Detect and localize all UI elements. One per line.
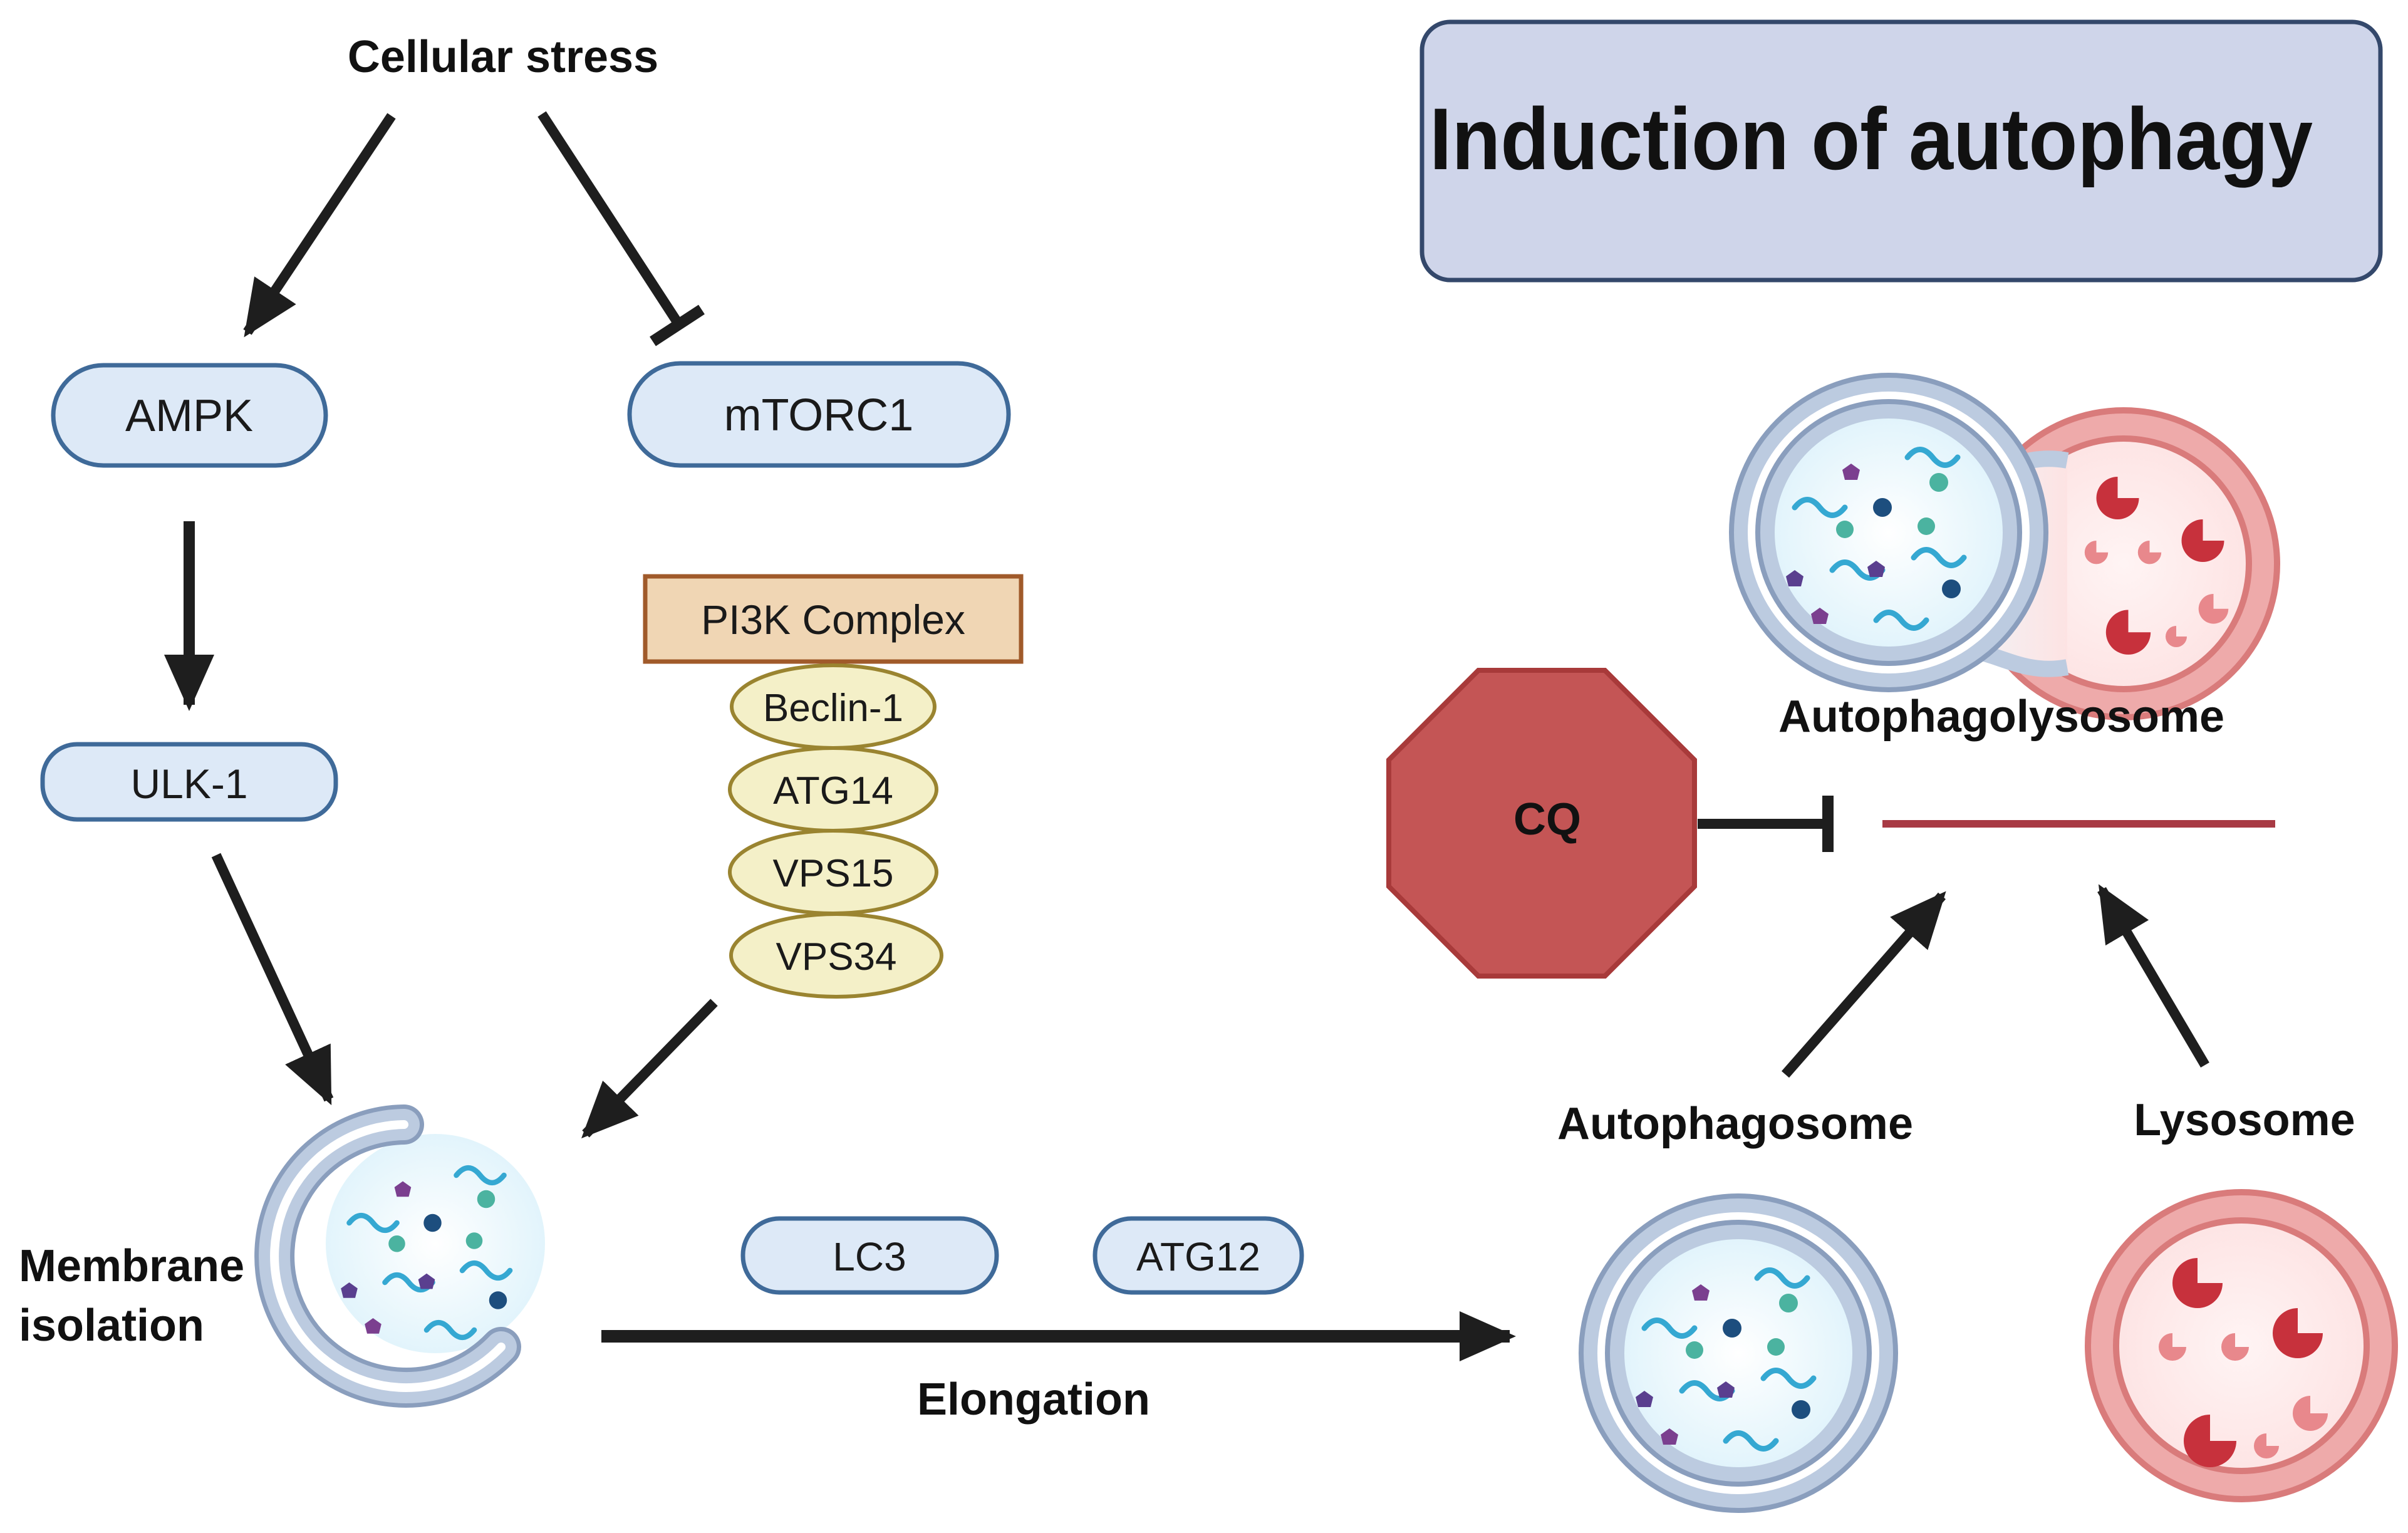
diagram-title: Induction of autophagy [1430,90,2313,188]
cellular-stress-label: Cellular stress [348,32,658,82]
arrow-icon [1781,891,1946,1078]
arrow-icon [243,113,396,338]
vps15-subunit: VPS15 [728,829,938,915]
mtorc1-node: mTORC1 [627,361,1011,468]
lc3-node: LC3 [740,1216,999,1295]
vps34-label: VPS34 [776,935,896,979]
mtorc1-label: mTORC1 [724,390,914,440]
inhibition-icon [1698,796,1834,852]
ulk1-label: ULK-1 [130,761,247,807]
membrane-isolation-line2: isolation [19,1301,204,1351]
cq-inhibitor: CQ [1386,668,1697,979]
vps15-label: VPS15 [772,852,893,895]
beclin1-label: Beclin-1 [763,687,903,730]
ampk-label: AMPK [125,391,253,441]
phagophore-icon [254,1104,545,1408]
cq-label: CQ [1513,794,1581,844]
lc3-label: LC3 [833,1234,906,1279]
autophagolysosome-icon [1729,373,2280,720]
atg14-subunit: ATG14 [728,746,938,833]
pi3k-complex: PI3K Complex Beclin-1 ATG14 VPS15 VPS34 [643,574,1024,999]
lysosome-label: Lysosome [2134,1095,2355,1145]
membrane-isolation-label: Membrane isolation [19,1241,257,1351]
vps34-subunit: VPS34 [729,912,943,999]
atg12-node: ATG12 [1092,1216,1304,1295]
elongation-label: Elongation [917,1375,1150,1425]
atg14-label: ATG14 [773,769,893,813]
membrane-isolation-line1: Membrane [19,1241,244,1291]
autophagolysosome-label: Autophagolysosome [1778,692,2224,742]
inhibition-icon [537,111,705,346]
lysosome-icon [2085,1189,2398,1502]
arrow-icon [211,853,334,1106]
title-panel: Induction of autophagy [1419,19,2383,283]
autophagosome-label: Autophagosome [1557,1099,1913,1149]
beclin1-subunit: Beclin-1 [730,663,937,750]
autophagosome-icon [1579,1193,1898,1513]
ulk1-node: ULK-1 [40,742,338,822]
atg12-label: ATG12 [1136,1234,1260,1279]
octagon-icon [1386,668,1697,979]
pi3k-complex-label: PI3K Complex [701,596,965,643]
arrow-icon [2097,884,2209,1068]
ampk-node: AMPK [51,363,328,468]
arrow-icon [581,999,718,1139]
